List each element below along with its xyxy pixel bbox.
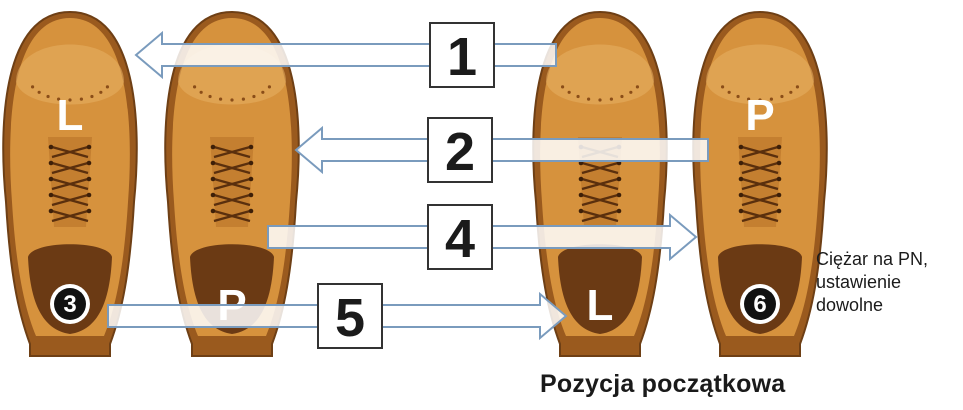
brogue-dot xyxy=(561,85,564,88)
eyelet xyxy=(617,193,622,198)
brogue-dot xyxy=(620,95,623,98)
shoe-tongue xyxy=(738,137,782,227)
eyelet xyxy=(249,177,254,182)
brogue-dot xyxy=(46,95,49,98)
brogue-dot xyxy=(252,95,255,98)
eyelet xyxy=(249,209,254,214)
eyelet xyxy=(739,209,744,214)
eyelet xyxy=(249,193,254,198)
eyelet xyxy=(777,193,782,198)
brogue-dot xyxy=(576,95,579,98)
shoe-toe-label: P xyxy=(745,91,774,140)
eyelet xyxy=(87,177,92,182)
eyelet xyxy=(211,145,216,150)
eyelet xyxy=(777,161,782,166)
shoe-toe-label: L xyxy=(57,91,84,140)
eyelet xyxy=(87,209,92,214)
eyelet xyxy=(579,209,584,214)
side-note: Ciężar na PN, ustawienie dowolne xyxy=(816,248,956,317)
eyelet xyxy=(87,145,92,150)
eyelet xyxy=(617,177,622,182)
caption: Pozycja początkowa xyxy=(540,370,785,399)
brogue-dot xyxy=(242,97,245,100)
eyelet xyxy=(777,145,782,150)
brogue-dot xyxy=(31,85,34,88)
shoe-tongue xyxy=(210,137,254,227)
brogue-dot xyxy=(610,97,613,100)
eyelet xyxy=(211,177,216,182)
eyelet xyxy=(49,193,54,198)
eyelet xyxy=(211,193,216,198)
brogue-dot xyxy=(598,98,601,101)
step-number-label: 1 xyxy=(447,27,477,87)
eyelet xyxy=(739,161,744,166)
brogue-dot xyxy=(268,85,271,88)
brogue-dot xyxy=(736,95,739,98)
brogue-dot xyxy=(796,85,799,88)
eyelet xyxy=(211,209,216,214)
heel-number-label: 6 xyxy=(753,291,766,318)
brogue-dot xyxy=(587,97,590,100)
eyelet xyxy=(87,161,92,166)
brogue-dot xyxy=(219,97,222,100)
eyelet xyxy=(87,193,92,198)
step-number-label: 5 xyxy=(335,288,365,348)
step-number-label: 4 xyxy=(445,209,475,269)
brogue-dot xyxy=(38,91,41,94)
eyelet xyxy=(739,145,744,150)
shoe-heel-label: L xyxy=(587,281,614,330)
eyelet xyxy=(739,177,744,182)
brogue-dot xyxy=(780,95,783,98)
eyelet xyxy=(49,209,54,214)
eyelet xyxy=(617,209,622,214)
heel-number-label: 3 xyxy=(63,291,76,318)
eyelet xyxy=(777,209,782,214)
eyelet xyxy=(739,193,744,198)
brogue-dot xyxy=(99,91,102,94)
brogue-dot xyxy=(261,91,264,94)
brogue-dot xyxy=(200,91,203,94)
brogue-dot xyxy=(629,91,632,94)
brogue-dot xyxy=(568,91,571,94)
brogue-dot xyxy=(636,85,639,88)
eyelet xyxy=(249,145,254,150)
eyelet xyxy=(249,161,254,166)
right-shoe-2: P6 xyxy=(693,12,827,356)
brogue-dot xyxy=(90,95,93,98)
brogue-dot xyxy=(789,91,792,94)
eyelet xyxy=(579,193,584,198)
eyelet xyxy=(49,161,54,166)
step-arrow-5: 5 xyxy=(108,284,566,348)
brogue-dot xyxy=(728,91,731,94)
brogue-dot xyxy=(230,98,233,101)
eyelet xyxy=(579,177,584,182)
eyelet xyxy=(49,145,54,150)
brogue-dot xyxy=(193,85,196,88)
step-number-label: 2 xyxy=(445,122,475,182)
brogue-dot xyxy=(721,85,724,88)
brogue-dot xyxy=(106,85,109,88)
eyelet xyxy=(211,161,216,166)
shoe-tongue xyxy=(48,137,92,227)
eyelet xyxy=(49,177,54,182)
brogue-dot xyxy=(208,95,211,98)
eyelet xyxy=(777,177,782,182)
